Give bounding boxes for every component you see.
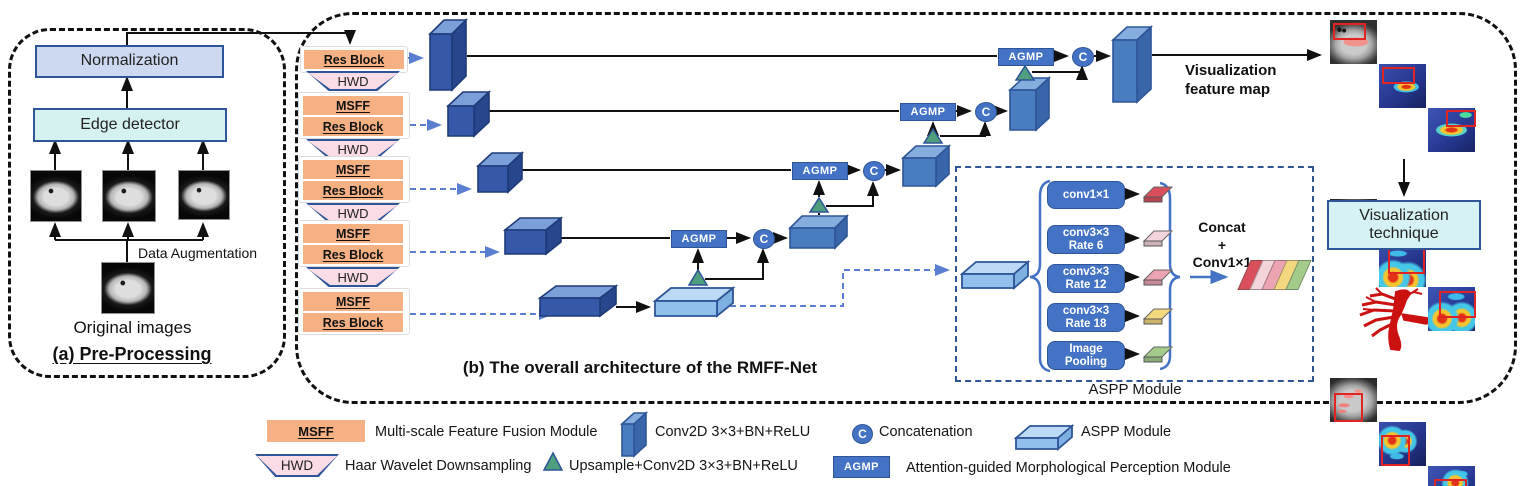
feature-map-cell <box>1379 422 1426 466</box>
legend-upsample-icon <box>542 451 564 471</box>
legend-agmp-text: Attention-guided Morphological Perceptio… <box>906 460 1231 476</box>
legend-msff-icon: MSFF <box>267 420 365 442</box>
msff-block-4: MSFF <box>303 224 403 243</box>
res-block-5: Res Block <box>303 313 403 332</box>
encoder-stage-2-card: MSFF Res Block <box>298 92 410 139</box>
legend-hwd-icon: HWD <box>255 454 339 477</box>
panel-b-title: (b) The overall architecture of the RMFF… <box>462 358 818 377</box>
agmp-4: AGMP <box>671 230 727 248</box>
legend-conv2d-text: Conv2D 3×3+BN+ReLU <box>655 424 811 440</box>
msff-block-2: MSFF <box>303 96 403 115</box>
normalization-box: Normalization <box>35 45 224 78</box>
hwd-label: HWD <box>337 73 369 89</box>
panel-a-title: (a) Pre-Processing <box>52 344 212 364</box>
feature-map-cell <box>1330 20 1377 64</box>
edge-detector-box: Edge detector <box>33 108 227 142</box>
normalization-label: Normalization <box>80 52 179 70</box>
pre-processing-panel-border <box>8 28 286 378</box>
legend-concat-icon: C <box>852 424 873 444</box>
hwd-3: HWD <box>306 203 400 223</box>
res-block-2: Res Block <box>303 117 403 136</box>
hwd-2: HWD <box>306 139 400 159</box>
agmp-1: AGMP <box>998 48 1054 66</box>
data-augmentation-label: Data Augmentation <box>138 245 258 261</box>
augmented-image-1 <box>30 170 82 222</box>
hwd-1: HWD <box>306 71 400 91</box>
visualization-technique-box: Visualization technique <box>1327 200 1481 250</box>
architecture-panel-border <box>295 12 1517 404</box>
hwd-label: HWD <box>337 141 369 157</box>
encoder-stage-4-card: MSFF Res Block <box>298 220 410 267</box>
hwd-label: HWD <box>337 269 369 285</box>
concat-node-1: C <box>1072 47 1094 67</box>
res-block-1: Res Block <box>304 50 404 69</box>
feature-map-cell <box>1379 64 1426 108</box>
feature-map-grid <box>1330 20 1477 486</box>
legend-agmp-icon: AGMP <box>833 456 890 478</box>
legend-concat-text: Concatenation <box>879 424 973 440</box>
aspp-concat-label: Concat + Conv1×1 <box>1192 219 1252 270</box>
legend-upsample-text: Upsample+Conv2D 3×3+BN+ReLU <box>569 458 798 474</box>
legend-msff-text: Multi-scale Feature Fusion Module <box>375 424 598 440</box>
msff-block-3: MSFF <box>303 160 403 179</box>
feature-map-cell <box>1428 466 1475 486</box>
edge-detector-label: Edge detector <box>80 115 180 133</box>
aspp-module-label: ASPP Module <box>1088 381 1182 398</box>
agmp-3: AGMP <box>792 162 848 180</box>
feature-map-cell <box>1330 378 1377 422</box>
legend-aspp-text: ASPP Module <box>1081 424 1172 440</box>
visualization-technique-label: Visualization <box>1359 206 1449 224</box>
legend-aspp-icon <box>1013 424 1075 451</box>
augmented-image-2 <box>102 170 156 222</box>
original-image <box>101 262 155 314</box>
feature-map-cell <box>1428 108 1476 152</box>
aspp-conv1x1-box: conv1×1 <box>1047 181 1125 209</box>
msff-block-5: MSFF <box>303 292 403 311</box>
aspp-concat-output <box>1236 260 1312 290</box>
aspp-module-dashed-border <box>955 166 1314 382</box>
encoder-stage-5-card: MSFF Res Block <box>298 288 410 335</box>
legend-hwd-text: Haar Wavelet Downsampling <box>345 458 532 474</box>
legend-conv2d-icon <box>619 411 649 458</box>
agmp-2: AGMP <box>900 103 956 121</box>
encoder-stage-3-card: MSFF Res Block <box>298 156 410 203</box>
res-block-3: Res Block <box>303 181 403 200</box>
hwd-4: HWD <box>306 267 400 287</box>
concat-node-3: C <box>863 161 885 181</box>
augmented-image-3 <box>178 170 230 220</box>
concat-node-4: C <box>753 229 775 249</box>
hwd-label: HWD <box>337 205 369 221</box>
res-block-4: Res Block <box>303 245 403 264</box>
feature-map-cell <box>1428 287 1476 331</box>
concat-node-2: C <box>975 102 997 122</box>
encoder-stage-1-card: Res Block <box>300 46 408 73</box>
original-images-label: Original images <box>73 318 192 337</box>
